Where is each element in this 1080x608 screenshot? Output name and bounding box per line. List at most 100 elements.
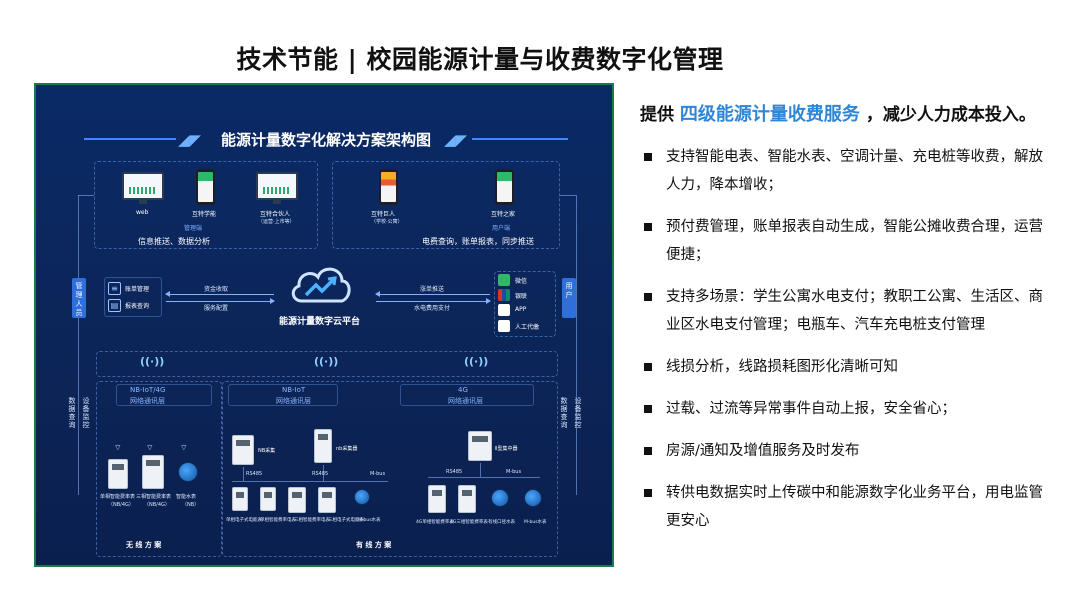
- wired-meter-icon: [288, 487, 306, 513]
- wired-meter-label: 有线口径水表: [488, 520, 515, 525]
- bullet-list: 支持智能电表、智能水表、空调计量、充电桩等收费，解放人力，降本增收； 预付费管理…: [642, 143, 1052, 535]
- network-sub: 网络通讯层: [276, 397, 311, 405]
- bullet-item: 房源/通知及增值服务及时发布: [642, 437, 1052, 465]
- right-flow-label: 涨单推送: [420, 286, 445, 293]
- headline-highlight: 四级能源计量收费服务: [679, 104, 860, 125]
- report-icon: ▤: [108, 299, 121, 312]
- network-name: NB-IoT/4G: [130, 386, 166, 394]
- pay-methods-box: [494, 271, 556, 337]
- bullet-item: 过载、过流等异常事件自动上报，安全省心；: [642, 395, 1052, 423]
- bullet-item: 支持多场景：学生公寓水电支付；教职工公寓、生活区、商业区水电支付管理；电瓶车、汽…: [642, 283, 1052, 339]
- bus-label: M-bus: [370, 471, 386, 477]
- wired-meter-icon: [428, 485, 446, 513]
- bus-label: RS485: [446, 469, 463, 475]
- cloud-platform-label: 能源计量数字云平台: [279, 317, 361, 327]
- network-name: NB-IoT: [282, 386, 306, 394]
- pay-method-label: 人工代缴: [515, 324, 540, 331]
- manage-device-note: （运营·上市等）: [258, 219, 295, 225]
- wireless-meter-note: （NB/4G）: [108, 502, 134, 508]
- water-meter-icon: [524, 489, 542, 507]
- wired-meter-icon: [232, 487, 248, 511]
- nb-hub-label: NB采集: [258, 448, 276, 454]
- wired-meter-icon: [318, 487, 336, 513]
- user-caption: 电费查询，账单报表，同步推送: [422, 237, 534, 246]
- wireless-signal-icon: ((·)): [140, 355, 165, 368]
- diagram-title: 能源计量数字化解决方案架构图: [220, 131, 431, 149]
- wireless-scheme-box: [96, 381, 222, 557]
- wired-meter-label: 4G单相智能费率表: [416, 520, 454, 525]
- partner-monitor-icon: [256, 172, 298, 200]
- cloud-platform-icon: [291, 267, 351, 303]
- left-tools-box: [104, 277, 162, 317]
- user-device-note: （学校·公寓）: [371, 219, 403, 225]
- unionpay-icon: [498, 289, 510, 301]
- network-box: [228, 384, 338, 406]
- nb-hub-label: nb采集器: [336, 446, 358, 452]
- nb-collector-icon: [232, 435, 254, 465]
- page-title: 技术节能 | 校园能源计量与收费数字化管理: [236, 45, 724, 74]
- wireless-signal-icon: ((·)): [464, 355, 489, 368]
- network-sub: 网络通讯层: [448, 397, 483, 405]
- flow-arrow-left: [165, 291, 274, 297]
- title-slash-left-icon: ◢◤: [178, 131, 202, 149]
- left-side-label: 数据查询: [68, 397, 76, 429]
- network-name: 4G: [458, 386, 468, 394]
- network-sub: 网络通讯层: [130, 397, 165, 405]
- manage-device-label: 互特合伙人: [260, 211, 291, 218]
- wireless-signal-icon: ⌔: [180, 443, 188, 452]
- wireless-signal-icon: ((·)): [314, 355, 339, 368]
- three-phase-meter-icon: [142, 455, 164, 489]
- water-meter-icon: [354, 489, 370, 505]
- bus-label: M-bus: [506, 469, 522, 475]
- wired-meter-label: M-bus水表: [358, 518, 381, 523]
- phone-icon: [495, 169, 514, 205]
- network-box: [116, 384, 212, 406]
- pay-method-label: 微信: [515, 278, 528, 285]
- wireless-meter-note: （NB）: [182, 502, 200, 508]
- left-flow-label: 资金收取: [204, 286, 229, 293]
- wired-meter-label: 单相智能费率电表: [260, 518, 296, 523]
- app-icon: [498, 304, 510, 316]
- scheme-label: 无 线 方 案: [126, 541, 162, 549]
- left-tool-label: 报表查询: [125, 303, 150, 310]
- wireless-signal-icon: ⌔: [146, 443, 154, 452]
- title-rule-right: [472, 138, 568, 140]
- title-slash-right-icon: ◢◤: [444, 131, 468, 149]
- wireless-meter-label: 三相智能费率表: [136, 494, 172, 500]
- bus-label: RS485: [312, 471, 329, 477]
- water-meter-icon: [178, 462, 198, 482]
- left-side-label: 设备监控: [82, 397, 90, 429]
- manual-pay-icon: [498, 320, 510, 332]
- user-group-label: 用户端: [492, 225, 511, 232]
- right-side-label: 设备监控: [574, 397, 582, 429]
- wireless-meter-note: （NB/4G）: [144, 502, 170, 508]
- web-monitor-icon: [122, 172, 164, 200]
- wireless-meter-label: 单相智能费率表: [100, 494, 136, 500]
- concentrator-label: Ⅱ型集中器: [495, 446, 518, 452]
- manage-device-label: 互特学能: [192, 211, 217, 218]
- manage-caption: 信息推送、数据分析: [138, 237, 210, 246]
- wired-meter-label: 三相电子式电能表: [328, 518, 364, 523]
- network-band: [96, 351, 558, 377]
- right-side-label: 数据查询: [560, 397, 568, 429]
- wireless-meter-label: 智能水表: [176, 494, 197, 500]
- phone-icon: [379, 169, 398, 205]
- title-rule-left: [84, 138, 176, 140]
- wired-meter-label: 三相智能费率电表: [294, 518, 330, 523]
- bullet-item: 转供电数据实时上传碳中和能源数字化业务平台，用电监管更安心: [642, 479, 1052, 535]
- user-device-label: 互特巨人: [371, 211, 396, 218]
- manage-device-label: web: [136, 209, 149, 216]
- right-side-tag: 用户: [562, 278, 576, 318]
- wechat-icon: [498, 274, 510, 286]
- water-meter-icon: [491, 489, 509, 507]
- wired-meter-label: 4G三相智能费率表: [450, 520, 488, 525]
- flow-arrow-right: [166, 298, 275, 304]
- flow-arrow-left: [375, 291, 490, 297]
- bus-label: RS485: [246, 471, 263, 477]
- bullet-item: 预付费管理，账单报表自动生成，智能公摊收费合理，运营便捷；: [642, 213, 1052, 269]
- wired-meter-label: 单相电子式电能表: [226, 518, 262, 523]
- pay-method-label: 银联: [515, 293, 528, 300]
- scheme-label: 有 线 方 案: [356, 541, 392, 549]
- left-flow-label: 服务配置: [204, 305, 229, 312]
- concentrator-icon: [468, 431, 492, 461]
